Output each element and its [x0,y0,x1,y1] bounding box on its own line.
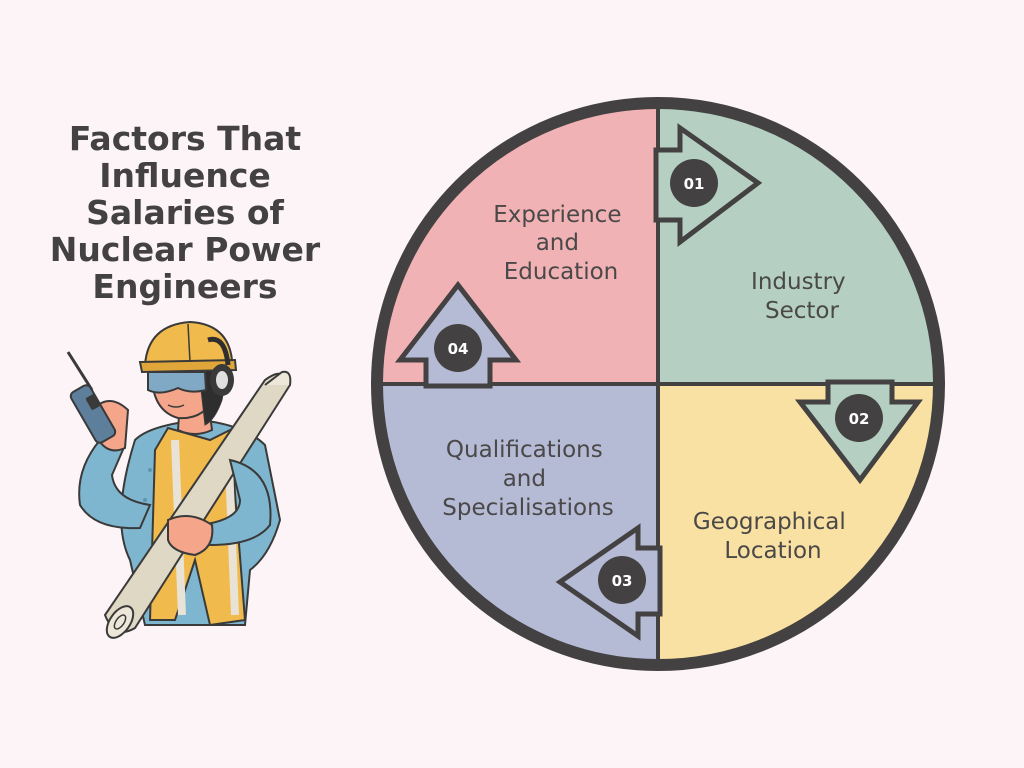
badge-01: 01 [670,159,718,207]
label-experience-line-1: Experience [493,202,621,228]
label-industry-line-2: Sector [765,298,839,324]
label-experience-line-3: Education [504,259,619,285]
badge-03-text: 03 [612,572,633,590]
quadrant-group [378,104,938,664]
title-line-1: Factors That [68,119,302,158]
badge-02-text: 02 [849,410,870,428]
label-industry-sector: Industry Sector [751,269,853,324]
label-experience-line-2: and [536,230,579,256]
badge-04: 04 [434,324,482,372]
label-qualifications-specialisations: Qualifications and Specialisations [442,437,613,521]
badge-02: 02 [835,394,883,442]
badge-01-text: 01 [684,175,705,193]
title-line-2: Influence [99,156,271,195]
outer-ring [371,97,945,671]
label-qualifications-line-2: and [503,466,546,492]
engineer-with-walkie-talkie-and-blueprints-icon [66,320,292,639]
badge-04-text: 04 [448,340,469,358]
page-title: Factors That Influence Salaries of Nucle… [40,120,330,305]
title-line-5: Engineers [92,267,278,306]
label-geographical-line-2: Location [724,538,821,564]
label-geographical-location: Geographical Location [693,509,853,564]
label-qualifications-line-3: Specialisations [442,495,613,521]
label-geographical-line-1: Geographical [693,509,846,535]
badge-03: 03 [598,556,646,604]
title-line-3: Salaries of [86,193,284,232]
label-industry-line-1: Industry [751,269,846,295]
title-line-4: Nuclear Power [49,230,321,269]
label-qualifications-line-1: Qualifications [446,437,603,463]
label-experience-education: Experience and Education [493,202,629,285]
